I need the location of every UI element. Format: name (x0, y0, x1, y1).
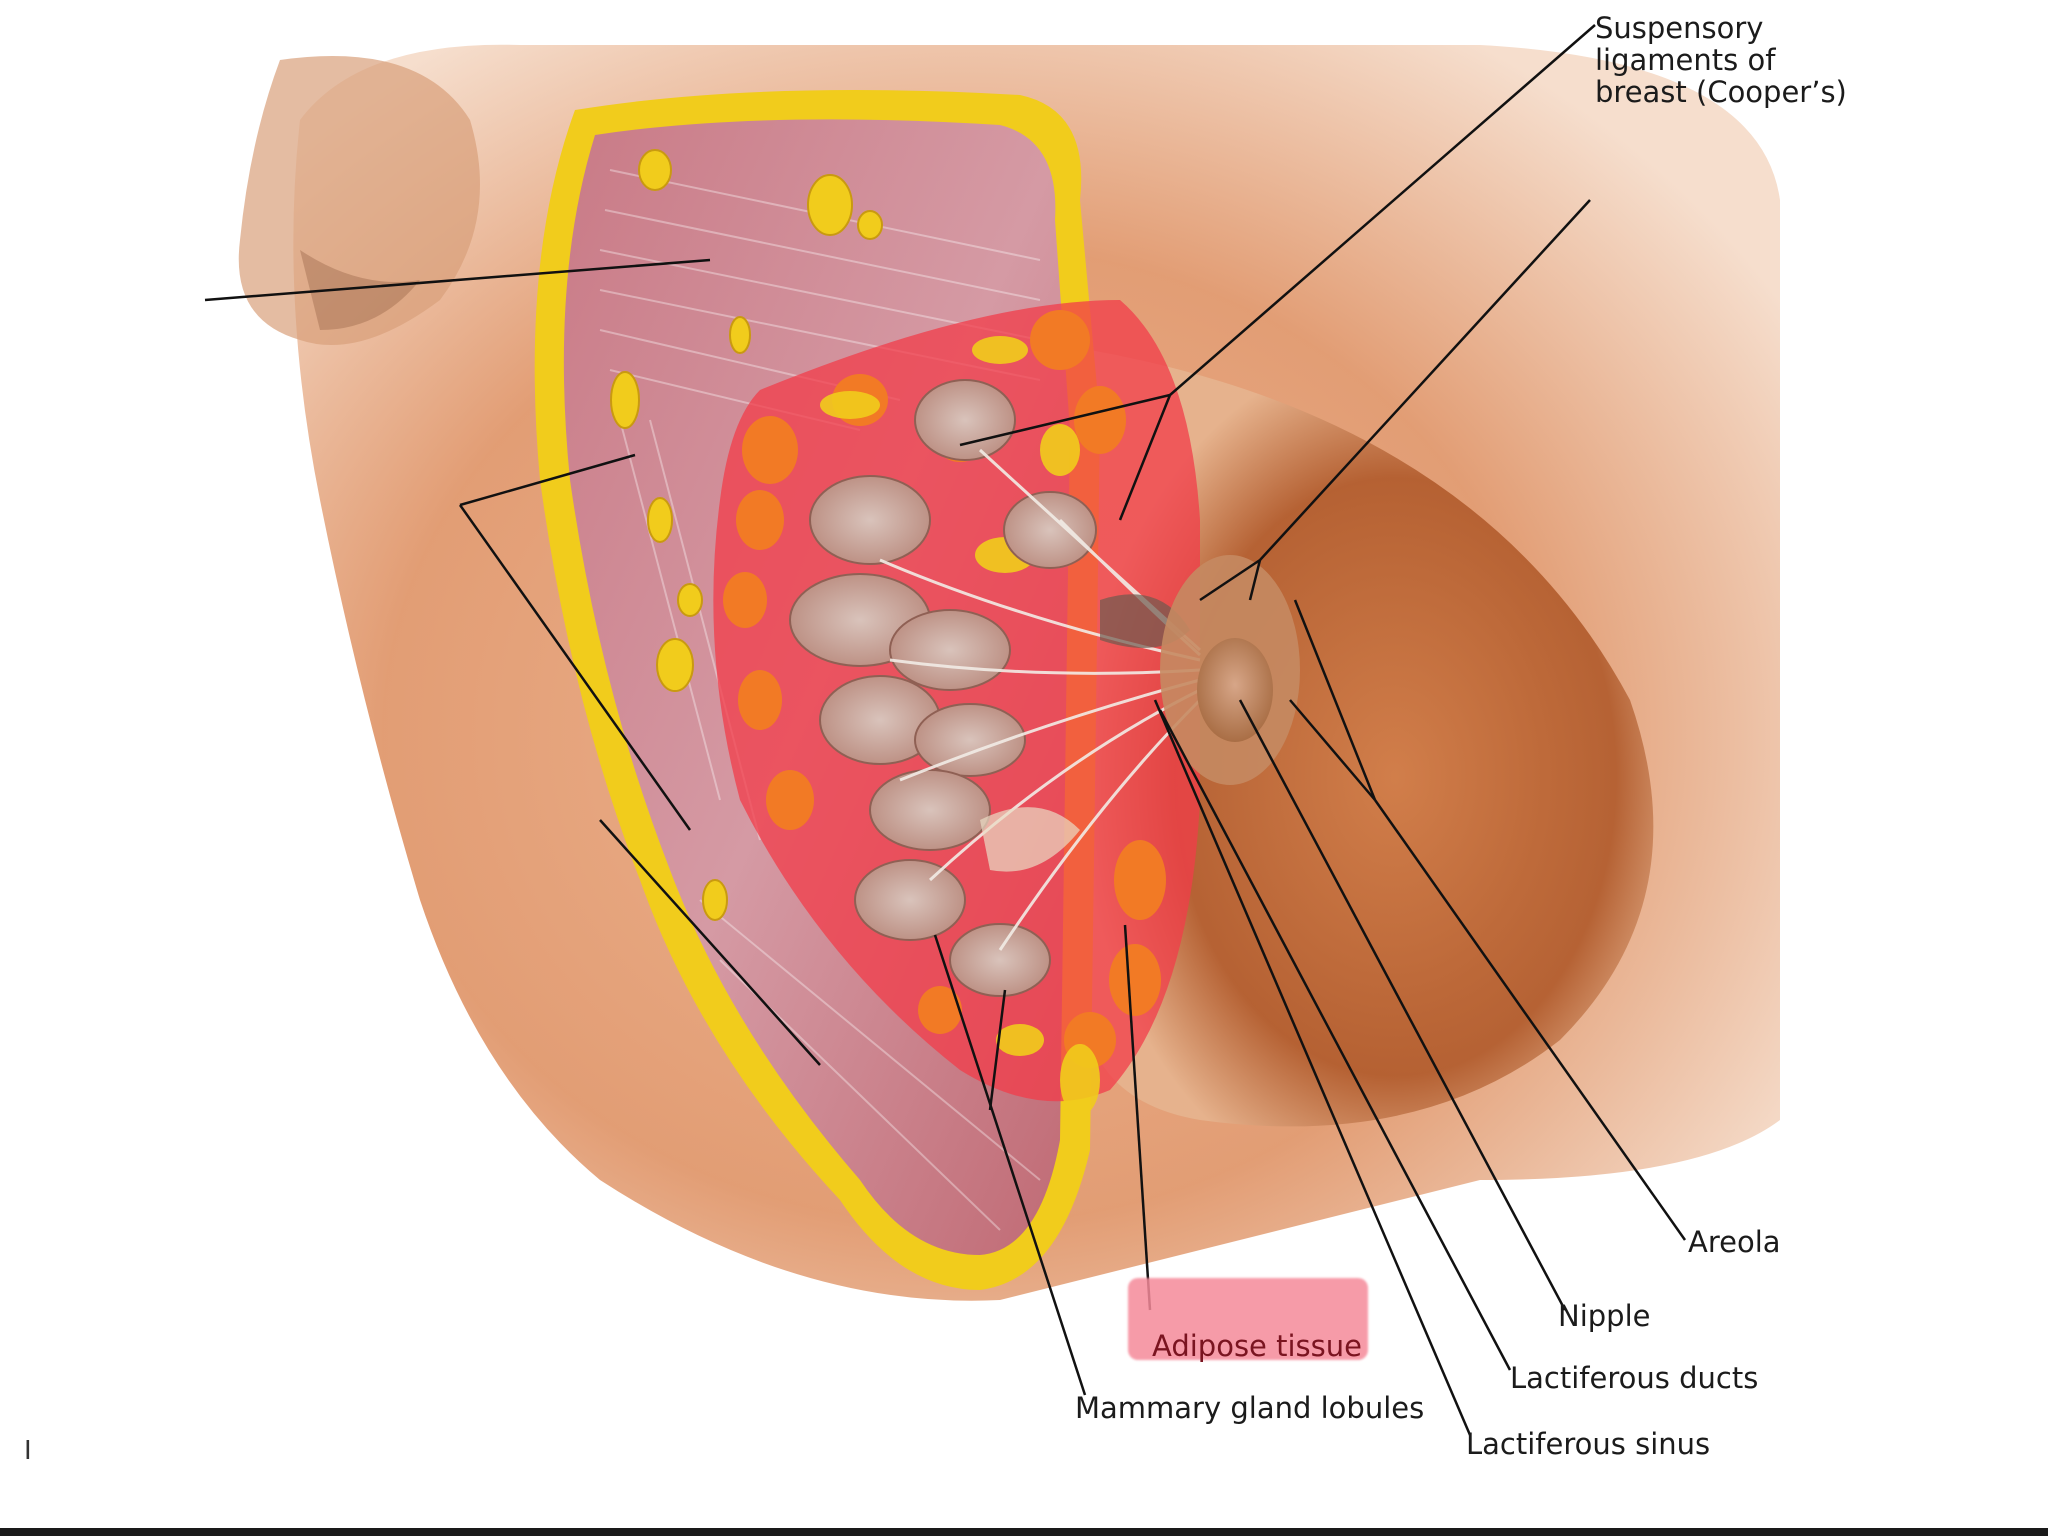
yellow-fat-ring (820, 336, 1100, 1116)
fat-blobs (610, 149, 883, 921)
label-adipose-tissue: Adipose tissue (1152, 1329, 1362, 1363)
axilla-shadow (300, 250, 420, 330)
adipose-tissue-highlight (1128, 1278, 1368, 1360)
label-lactiferous-ducts: Lactiferous ducts (1510, 1361, 1759, 1395)
nipple-shape (1197, 638, 1273, 742)
arm-fold (238, 56, 480, 345)
orange-fat-lobules (723, 310, 1166, 1068)
corner-mark: I (24, 1436, 32, 1466)
breast-contour (1080, 350, 1654, 1127)
label-mammary-gland-lobules: Mammary gland lobules (1075, 1391, 1425, 1425)
glandular-lobules (789, 379, 1097, 997)
label-areola: Areola (1688, 1225, 1781, 1259)
label-nipple: Nipple (1558, 1299, 1651, 1333)
sinus-cavities-lower (980, 807, 1080, 872)
bottom-border (0, 1528, 2048, 1536)
label-lactiferous-sinus: Lactiferous sinus (1466, 1427, 1711, 1461)
leader-lines (204, 24, 1687, 1436)
label-suspensory-ligaments: Suspensory ligaments of breast (Cooper’s… (1595, 11, 1847, 109)
